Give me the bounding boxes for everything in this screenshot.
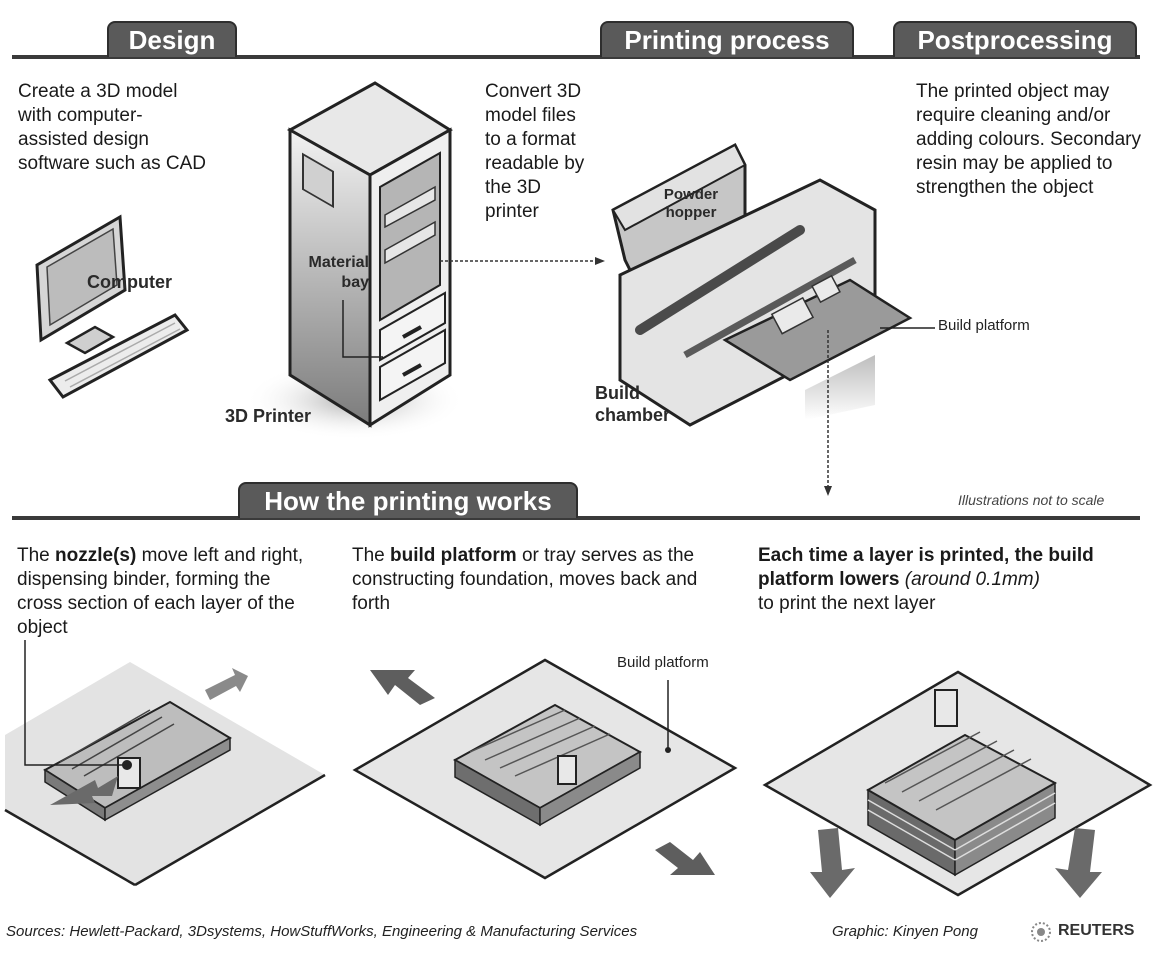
3d-printer-illustration: [245, 81, 465, 440]
design-description: Create a 3D model with computer-assisted…: [18, 81, 206, 174]
material-bay-label: Material bay: [308, 254, 369, 291]
postprocessing-description: The printed object may require cleaning …: [916, 81, 1141, 198]
graphic-credit: Graphic: Kinyen Pong: [832, 923, 978, 940]
sources-credit: Sources: Hewlett-Packard, 3Dsystems, How…: [6, 923, 638, 940]
reuters-logo-icon: [1031, 922, 1051, 942]
arrow-down-left-icon: [810, 828, 855, 898]
build-chamber-illustration: [611, 142, 913, 427]
reuters-brand: REUTERS: [1058, 922, 1135, 939]
arrow-down-right-icon: [655, 842, 715, 875]
build-platform-emphasis: build platform: [390, 545, 517, 566]
flow-arrow-vertical: [824, 330, 832, 496]
layer-height-note: (around 0.1mm): [904, 569, 1040, 590]
tab-design: Design: [107, 21, 237, 57]
step-2-nozzle: [557, 755, 577, 785]
nozzle-emphasis: nozzle(s): [55, 545, 137, 566]
build-chamber-label: Build chamber: [595, 383, 671, 425]
arrow-left-icon: [50, 776, 118, 805]
top-section-rule: [12, 55, 1140, 59]
arrow-up-left-icon: [370, 670, 435, 705]
computer-label: Computer: [87, 272, 172, 292]
step-3-text: Each time a layer is printed, the build …: [758, 545, 1094, 614]
arrowhead-down-icon: [824, 486, 832, 496]
drawer-bottom: [379, 328, 446, 402]
step-3-layers: [865, 733, 1058, 842]
scale-note: Illustrations not to scale: [958, 492, 1105, 508]
nozzle-leader: [24, 640, 125, 766]
convert-description: Convert 3D model files to a format reada…: [485, 81, 585, 222]
chamber-build-platform: [722, 278, 913, 382]
tab-postprocessing: Postprocessing: [893, 21, 1137, 57]
tab-how-the-printing-works: How the printing works: [238, 482, 578, 518]
drawer-top: [379, 291, 446, 362]
arrow-right-icon: [205, 668, 248, 700]
step-2-text: The build platform or tray serves as the…: [352, 545, 698, 614]
step-1-text: The nozzle(s) move left and right, dispe…: [17, 545, 304, 638]
monitor-screen: [46, 227, 118, 327]
powder-hopper-label: Powder hopper: [663, 186, 719, 221]
build-platform-leader: [880, 327, 935, 329]
step-3-lowering-illustration: [762, 670, 1153, 898]
build-platform-label: Build platform: [938, 317, 1030, 334]
step-3-nozzle: [934, 689, 958, 727]
how-it-works-rule: [12, 516, 1140, 520]
3d-printer-label: 3D Printer: [225, 406, 312, 426]
layer-emphasis: Each time a layer is printed, the build …: [758, 545, 1094, 590]
arrowhead-icon: [595, 257, 605, 265]
rail-rod: [635, 225, 805, 335]
build-platform-callout: Build platform: [617, 654, 709, 671]
arrow-down-right-icon-2: [1055, 828, 1102, 898]
monitor-stand: [64, 325, 116, 355]
step-2-platform-illustration: [352, 658, 738, 880]
tab-printing-process: Printing process: [600, 21, 854, 57]
computer-illustration: [35, 214, 190, 399]
step-1-nozzle-illustration: [4, 640, 326, 887]
material-bay-leader: [342, 300, 383, 358]
flow-arrow-horizontal: [440, 257, 605, 265]
